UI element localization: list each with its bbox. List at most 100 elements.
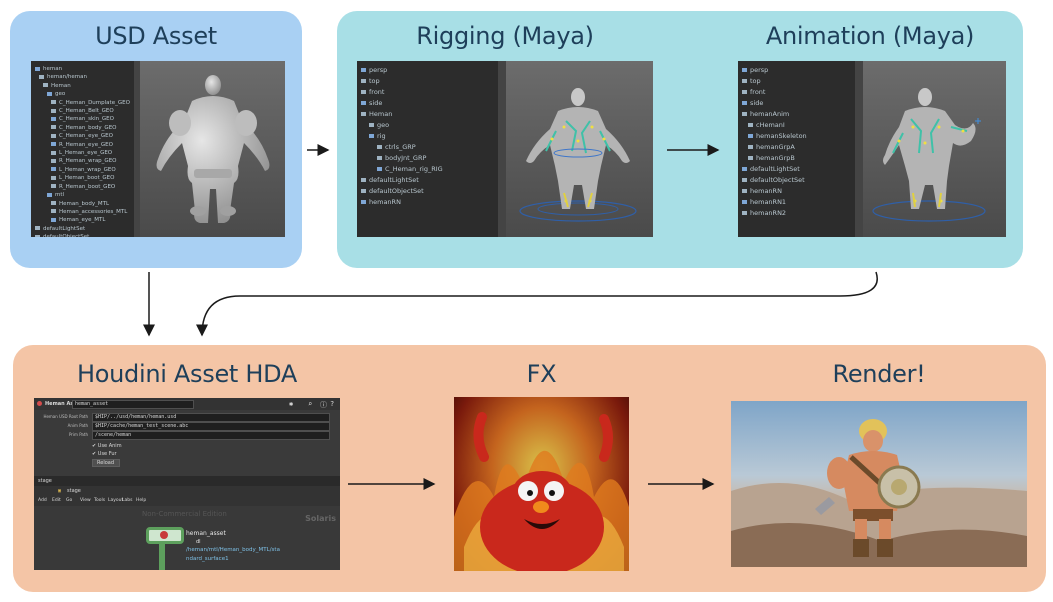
outliner-item[interactable]: heman/heman (35, 73, 130, 81)
node-icon (361, 200, 366, 204)
use-anim-label: Use Anim (97, 443, 122, 449)
houdini-menu-item[interactable]: Layout (108, 498, 124, 503)
outliner-item[interactable]: Heman (361, 109, 443, 120)
outliner-item[interactable]: L_Heman_boot_GEO (35, 174, 130, 182)
outliner-item[interactable]: Heman_body_MTL (35, 200, 130, 208)
outliner-item-label: side (750, 99, 764, 107)
outliner-item[interactable]: C_Heman_Dumplate_GEO (35, 99, 130, 107)
usd-asset-title: USD Asset (95, 22, 217, 50)
node-icon (51, 108, 56, 113)
houdini-menu-item[interactable]: View (80, 498, 91, 503)
outliner-item[interactable]: side (361, 98, 443, 109)
outliner-item[interactable]: cHemanI (742, 120, 807, 131)
outliner-item[interactable]: hemanRN (742, 186, 807, 197)
outliner-item[interactable]: Heman (35, 82, 130, 90)
outliner-item[interactable]: hemanRN1 (742, 197, 807, 208)
houdini-param-value: $HIP/../usd/heman/heman.usd (95, 414, 177, 420)
outliner-item[interactable]: ctrls_GRP (361, 142, 443, 153)
outliner-item[interactable]: top (742, 76, 807, 87)
outliner-item-label: hemanAnim (750, 110, 790, 118)
outliner-item-label: L_Heman_wrap_GEO (59, 166, 116, 173)
outliner-item[interactable]: hemanSkeleton (742, 131, 807, 142)
outliner-item[interactable]: L_Heman_eye_GEO (35, 149, 130, 157)
outliner-item[interactable]: defaultObjectSet (35, 233, 130, 237)
outliner-item[interactable]: persp (742, 65, 807, 76)
node-icon (377, 167, 382, 171)
houdini-menu-item[interactable]: Add (38, 498, 47, 503)
outliner-item-label: top (750, 77, 761, 85)
outliner-item[interactable]: front (361, 87, 443, 98)
houdini-menu-item[interactable]: Help (136, 498, 147, 503)
outliner-item-label: Heman_accessories_MTL (59, 208, 128, 215)
outliner-item[interactable]: hemanAnim (742, 109, 807, 120)
outliner-item[interactable]: defaultObjectSet (361, 186, 443, 197)
hda-node-icon (160, 531, 168, 539)
outliner-item[interactable]: defaultObjectSet (742, 175, 807, 186)
outliner-item[interactable]: mtl (35, 191, 130, 199)
houdini-param-label: Prim Path (68, 432, 88, 437)
outliner-item[interactable]: persp (361, 65, 443, 76)
houdini-header-help-icon[interactable]: ? (330, 400, 335, 408)
render-image (731, 401, 1027, 567)
houdini-menu-item[interactable]: Tools (94, 498, 106, 503)
houdini-reload-button[interactable] (92, 459, 120, 467)
outliner-item[interactable]: Heman_eye_MTL (35, 216, 130, 224)
outliner-item[interactable]: R_Heman_boot_GEO (35, 183, 130, 191)
houdini-param-field[interactable] (92, 413, 330, 422)
node-icon (742, 167, 747, 171)
outliner-item[interactable]: C_Heman_Belt_GEO (35, 107, 130, 115)
outliner-item[interactable]: C_Heman_body_GEO (35, 124, 130, 132)
outliner-item[interactable]: heman (35, 65, 130, 73)
rendered-heman-illustration (731, 419, 1027, 567)
houdini-header-search-icon[interactable]: ⌕ (308, 400, 313, 408)
outliner-item[interactable]: R_Heman_wrap_GEO (35, 157, 130, 165)
outliner-item[interactable]: C_Heman_skin_GEO (35, 115, 130, 123)
houdini-menu-item[interactable]: Labs (122, 498, 133, 503)
houdini-network-tab-label[interactable]: stage (38, 478, 52, 484)
outliner-item-label: persp (369, 66, 388, 74)
outliner-item-label: persp (750, 66, 769, 74)
outliner-item-label: ctrls_GRP (385, 143, 416, 151)
houdini-checkbox-use-anim[interactable]: ✔ Use Anim (92, 443, 122, 449)
outliner-item[interactable]: hemanRN2 (742, 208, 807, 219)
outliner-item[interactable]: hemanGrpA (742, 142, 807, 153)
outliner-item[interactable]: rig (361, 131, 443, 142)
outliner-item[interactable]: defaultLightSet (742, 164, 807, 175)
outliner-item[interactable]: bodyJnt_GRP (361, 153, 443, 164)
outliner-item[interactable]: defaultLightSet (35, 225, 130, 233)
outliner-item-label: Heman (51, 82, 71, 89)
outliner-item[interactable]: hemanGrpB (742, 153, 807, 164)
flames-and-elmo-illustration (454, 412, 629, 571)
houdini-path-stage[interactable]: stage (67, 488, 81, 494)
outliner-item[interactable]: hemanRN (361, 197, 443, 208)
node-icon (369, 123, 374, 127)
outliner-item[interactable]: C_Heman_eye_GEO (35, 132, 130, 140)
houdini-param-field[interactable] (92, 431, 330, 440)
houdini-header-info-icon[interactable]: ⓘ (320, 401, 327, 409)
outliner-item[interactable]: R_Heman_eye_GEO (35, 141, 130, 149)
outliner-item-label: top (369, 77, 380, 85)
houdini-checkbox-use-fur[interactable]: ✔ Use Fur (92, 451, 117, 457)
node-icon (742, 68, 747, 72)
outliner-item[interactable]: top (361, 76, 443, 87)
houdini-header-gear-icon[interactable]: ✱ (289, 400, 294, 408)
outliner-item[interactable]: side (742, 98, 807, 109)
outliner-item-label: cHemanI (756, 121, 785, 129)
outliner-item-label: mtl (55, 192, 65, 199)
houdini-menu-item[interactable]: Go (66, 498, 73, 503)
houdini-node-name-field[interactable] (72, 400, 194, 409)
outliner-item[interactable]: defaultLightSet (361, 175, 443, 186)
houdini-menu-item[interactable]: Edit (52, 498, 61, 503)
houdini-hda-node[interactable] (146, 527, 184, 544)
outliner-item[interactable]: geo (361, 120, 443, 131)
outliner-item[interactable]: Heman_accessories_MTL (35, 208, 130, 216)
houdini-network-tabbar: stage (34, 476, 340, 486)
outliner-item[interactable]: geo (35, 90, 130, 98)
houdini-param-field[interactable] (92, 422, 330, 431)
render-title: Render! (832, 360, 926, 388)
outliner-item[interactable]: L_Heman_wrap_GEO (35, 166, 130, 174)
node-icon (742, 90, 747, 94)
node-icon (361, 112, 366, 116)
outliner-item[interactable]: front (742, 87, 807, 98)
outliner-item[interactable]: C_Heman_rig_RIG (361, 164, 443, 175)
